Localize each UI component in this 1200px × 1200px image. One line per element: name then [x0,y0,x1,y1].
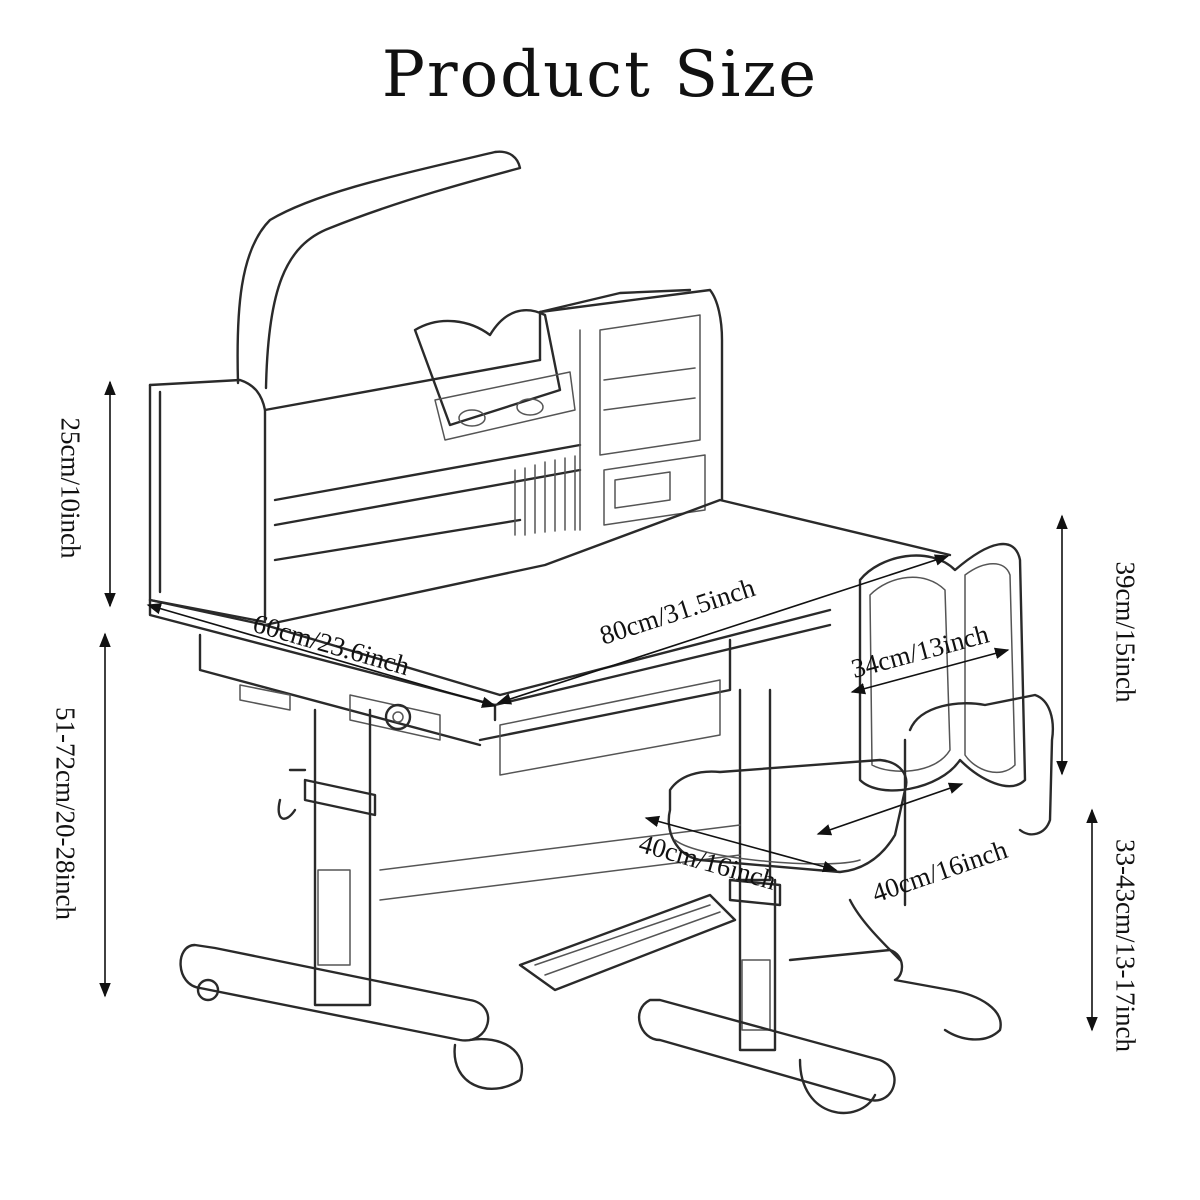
footrest [518,893,737,992]
book-stand [413,308,576,441]
hutch [148,288,724,624]
desk-depth-arrow [146,603,497,708]
backrest-width-arrow [850,647,1010,695]
backrest-height-label: 39cm/15inch [1110,561,1141,703]
chair-base [638,878,1002,1115]
desk-lamp [236,150,522,390]
seat-height-label: 33-43cm/13-17inch [1110,839,1141,1052]
desk-top [148,498,952,722]
hutch-height-label: 25cm/10inch [55,417,86,559]
desk-base [179,943,524,1090]
dimension-lines [99,380,1098,1032]
desk-legs [277,688,772,1007]
seat-width-arrow [816,782,964,836]
desk-height-label: 51-72cm/20-28inch [50,707,81,920]
page-title: Product Size [381,38,819,112]
seat-depth-arrow [644,815,838,873]
desk-width-arrow [496,554,950,705]
